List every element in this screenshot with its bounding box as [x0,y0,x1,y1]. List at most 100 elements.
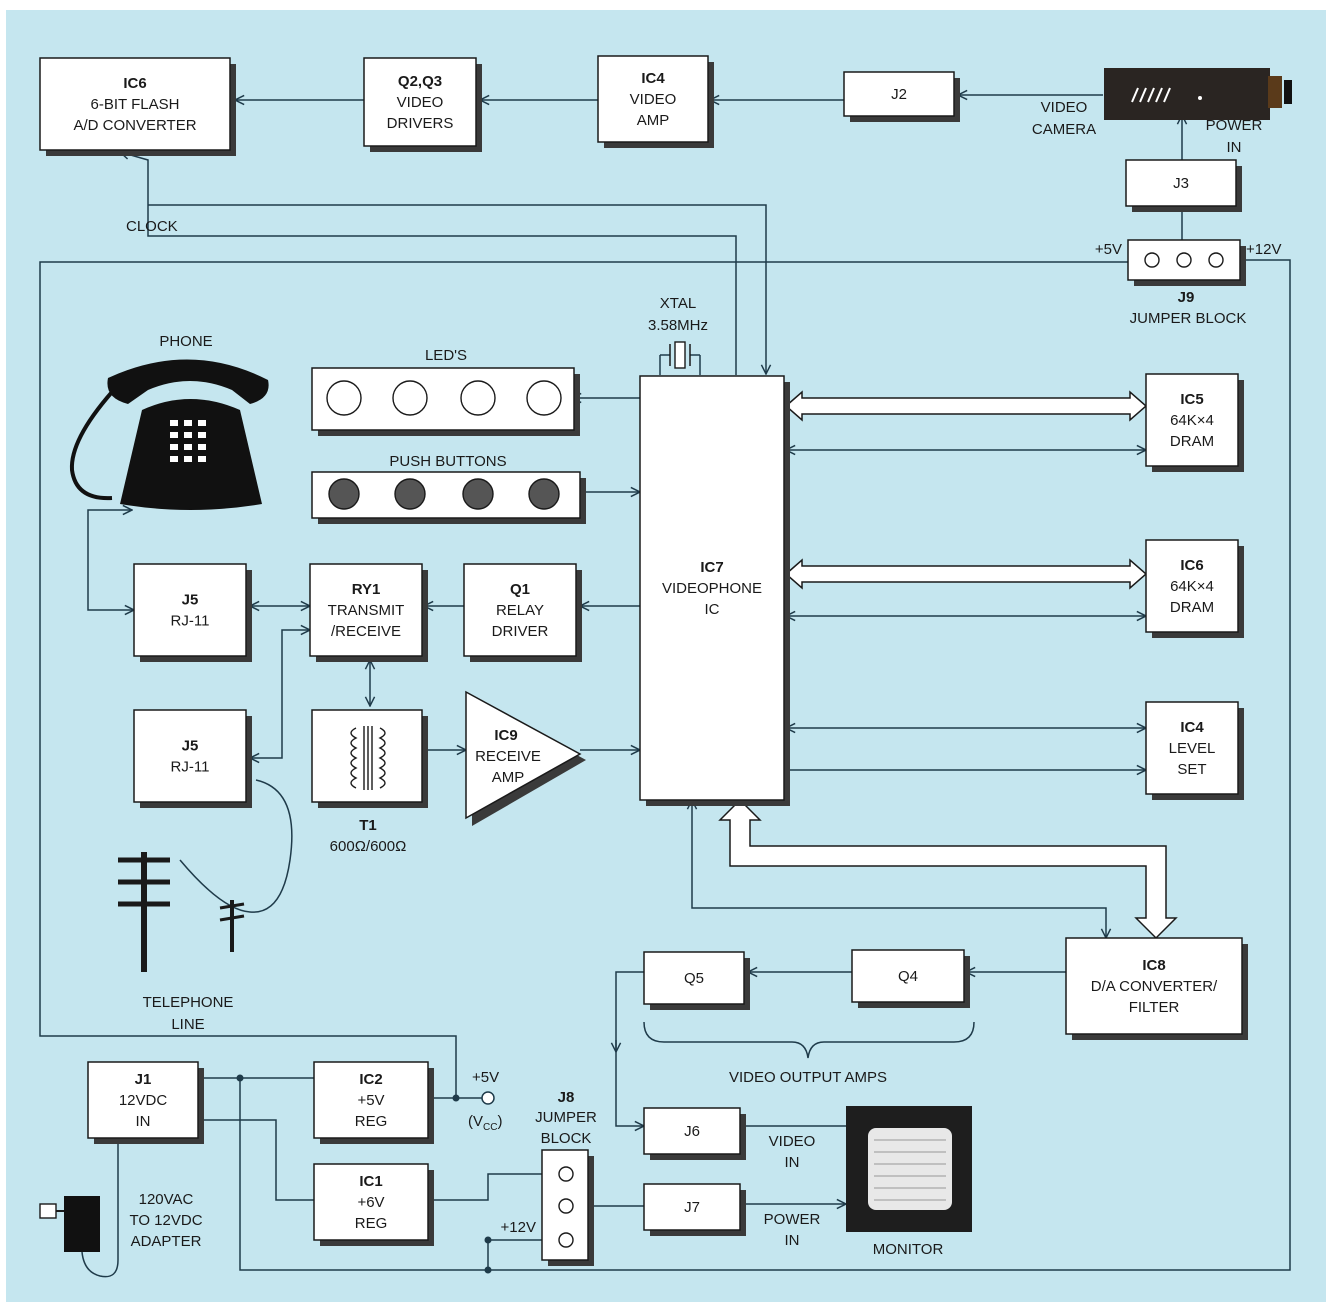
block-j5b-title: J5 [182,738,199,755]
block-ic5: IC564K×4DRAM [1146,374,1244,472]
push-buttons-label: PUSH BUTTONS [389,453,506,470]
block-ic1-line-2: REG [355,1215,388,1232]
block-j1-line-1: 12VDC [119,1092,168,1109]
clock-label: CLOCK [126,218,178,235]
block-q1-line-1: RELAY [496,602,544,619]
j9-label-2: JUMPER BLOCK [1130,310,1247,327]
block-ic8-line-1: D/A CONVERTER/ [1091,978,1218,995]
j8-label-2: JUMPER [535,1109,597,1126]
block-j1: J1 12VDC IN [88,1062,204,1144]
block-j7-line-1: J7 [684,1199,700,1216]
block-q2q3-line-1: VIDEO [397,94,444,111]
block-j2: J2 [844,72,960,122]
block-ic4-level-title: IC4 [1180,719,1204,736]
plus12v-bottom-label: +12V [501,1219,536,1236]
block-q5-line-1: Q5 [684,970,704,987]
block-j5a-line-1: RJ-11 [171,613,210,630]
camera-power-in-1: POWER [1206,117,1263,134]
block-j1-title: J1 [135,1071,152,1088]
block-ic8-title: IC8 [1142,957,1165,974]
monitor-power-in-2: IN [785,1232,800,1249]
block-q2q3-line-2: DRIVERS [387,115,454,132]
block-j3: J3 [1126,160,1242,212]
block-ic5-line-1: 64K×4 [1170,412,1214,429]
xtal-label-2: 3.58MHz [648,317,708,334]
block-q2q3-title: Q2,Q3 [398,73,442,90]
push-button-4-icon [529,479,559,509]
block-ic7-title: IC7 [700,559,723,576]
block-ic6-dram-line-2: DRAM [1170,599,1214,616]
phone-label: PHONE [159,333,212,350]
j8-jumper-block [542,1150,594,1266]
video-camera-icon [1104,68,1292,120]
led-bar [312,368,580,436]
push-button-2-icon [395,479,425,509]
ic9-title: IC9 [494,727,517,744]
block-q5: Q5 [644,952,750,1010]
monitor-video-in-2: IN [785,1154,800,1171]
xtal-label-1: XTAL [660,295,696,312]
video-camera-label-2: CAMERA [1032,121,1096,138]
block-j3-line-1: J3 [1173,175,1189,192]
leds-label: LED'S [425,347,467,364]
block-ry1-line-2: /RECEIVE [331,623,401,640]
video-camera-label-1: VIDEO [1041,99,1088,116]
t1-label-1: T1 [359,817,377,834]
monitor-video-in-1: VIDEO [769,1133,816,1150]
block-ic7-line-2: IC [705,601,720,618]
ic9-line-1: RECEIVE [475,748,541,765]
block-j7: J7 [644,1184,746,1236]
block-ic1-title: IC1 [359,1173,382,1190]
block-ic6-adc-title: IC6 [123,75,146,92]
block-ic6-adc-line-2: A/D CONVERTER [73,117,196,134]
block-q4: Q4 [852,950,970,1008]
telephone-line-label-1: TELEPHONE [143,994,234,1011]
adapter-label-1: 120VAC [139,1191,194,1208]
block-j2-line-1: J2 [891,86,907,103]
push-button-bar [312,472,586,524]
ic9-line-2: AMP [492,769,525,786]
plus5v-bottom-label: +5V [472,1069,499,1086]
block-ic7-line-1: VIDEOPHONE [662,580,762,597]
t1-label-2: 600Ω/600Ω [330,838,407,855]
block-ic2-line-2: REG [355,1113,388,1130]
block-ic4-amp-line-2: AMP [637,112,670,129]
block-ic6-adc-line-1: 6-BIT FLASH [91,96,180,113]
adapter-label-3: ADAPTER [131,1233,202,1250]
block-ic6-adc: IC6 6-BIT FLASH A/D CONVERTER [40,58,236,156]
monitor-power-in-1: POWER [764,1211,821,1228]
monitor-label: MONITOR [873,1241,944,1258]
adapter-label-2: TO 12VDC [129,1212,202,1229]
block-j1-line-2: IN [136,1113,151,1130]
block-j5b: J5RJ-11 [134,710,252,808]
block-ic4-amp-line-1: VIDEO [630,91,677,108]
block-q4-line-1: Q4 [898,968,918,985]
block-ic4-amp-title: IC4 [641,70,665,87]
block-ic6-dram-title: IC6 [1180,557,1203,574]
j8-label-3: BLOCK [541,1130,592,1147]
block-j6: J6 [644,1108,746,1160]
block-j5a: J5RJ-11 [134,564,252,662]
video-output-amps-label: VIDEO OUTPUT AMPS [729,1069,887,1086]
block-j5b-line-1: RJ-11 [171,759,210,776]
block-ry1-line-1: TRANSMIT [328,602,405,619]
block-q1-title: Q1 [510,581,530,598]
monitor-icon [846,1106,972,1232]
t1-transformer [312,710,428,808]
push-button-3-icon [463,479,493,509]
block-ic5-line-2: DRAM [1170,433,1214,450]
block-ic2-title: IC2 [359,1071,382,1088]
block-ic4-level-line-1: LEVEL [1169,740,1216,757]
telephone-line-label-2: LINE [171,1016,204,1033]
block-q1-line-2: DRIVER [492,623,549,640]
